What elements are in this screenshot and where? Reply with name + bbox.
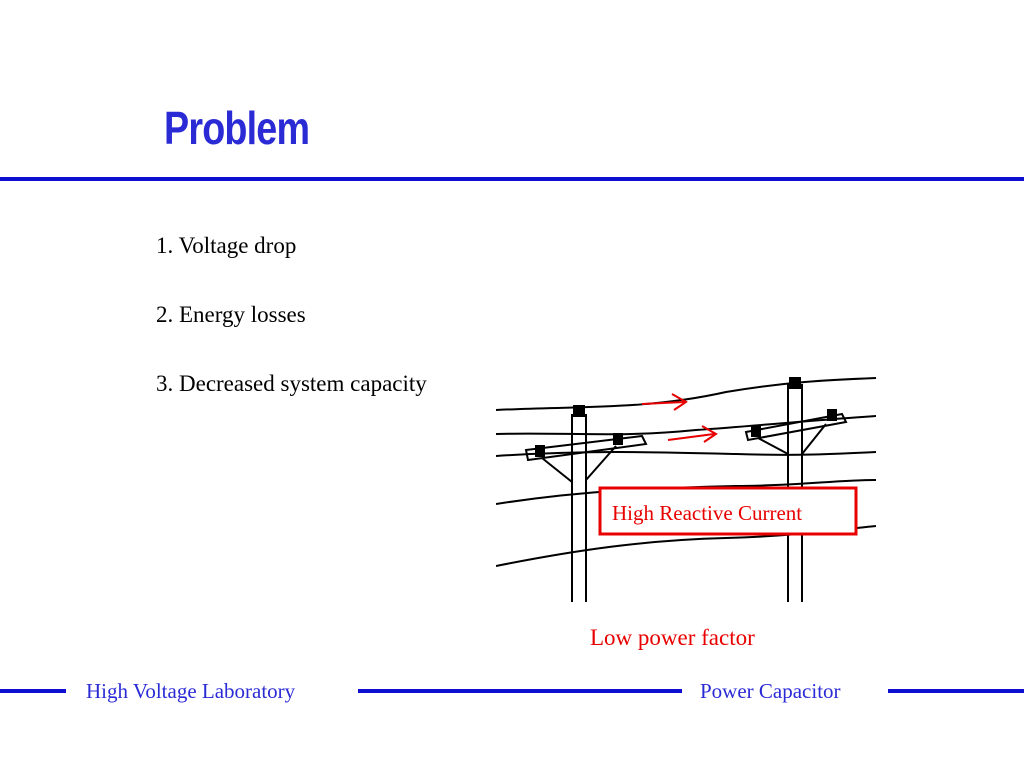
- footer-left-text: High Voltage Laboratory: [86, 679, 296, 703]
- bullet-item-energy-losses: 2. Energy losses: [156, 302, 306, 327]
- wire-middle: [496, 451, 876, 457]
- figure-caption: Low power factor: [590, 625, 755, 650]
- power-line-illustration: High Reactive Current: [496, 377, 876, 602]
- title-divider: [0, 177, 1024, 181]
- reactive-current-label: High Reactive Current: [612, 501, 802, 525]
- current-arrow-upper: [641, 393, 688, 411]
- footer-right-text: Power Capacitor: [700, 679, 841, 703]
- utility-pole-left: [524, 405, 648, 602]
- current-arrow-lower: [667, 425, 718, 443]
- wire-upper: [496, 415, 876, 436]
- bullet-item-voltage-drop: 1. Voltage drop: [156, 233, 297, 258]
- wire-lower: [496, 479, 876, 505]
- reactive-current-box: [598, 486, 858, 536]
- wire-top: [496, 377, 876, 411]
- footer-rule-left: [0, 689, 66, 693]
- footer-rule-middle: [358, 689, 682, 693]
- footer-rule-right: [888, 689, 1024, 693]
- bullet-list: 1. Voltage drop 2. Energy losses 3. Decr…: [156, 230, 427, 437]
- bullet-item-system-capacity: 3. Decreased system capacity: [156, 371, 427, 396]
- page-title: Problem: [164, 102, 310, 154]
